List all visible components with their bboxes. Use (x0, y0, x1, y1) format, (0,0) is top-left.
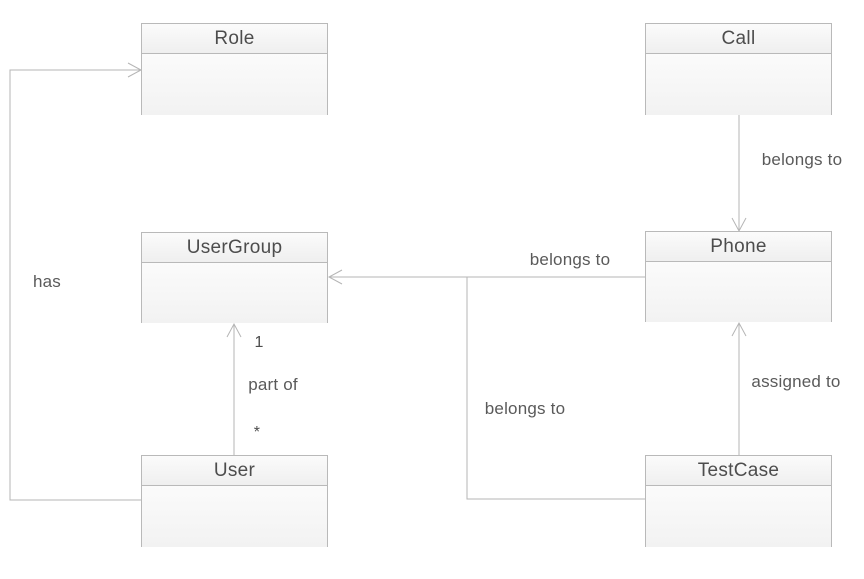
entity-user-body (142, 486, 327, 547)
edge-label-user-usergroup[interactable]: part of (245, 374, 301, 396)
multiplicity-user-usergroup-target[interactable]: 1 (251, 333, 267, 353)
edge-user-role-line[interactable] (9, 69, 141, 501)
entity-phone-body (646, 262, 831, 322)
entity-phone-title: Phone (646, 232, 831, 262)
edge-testcase-phone[interactable] (731, 321, 747, 455)
open-arrowhead-up-icon (731, 321, 747, 337)
edge-label-testcase-phone[interactable]: assigned to (748, 371, 844, 393)
entity-usergroup[interactable]: UserGroup (141, 232, 328, 323)
multiplicity-user-usergroup-source[interactable]: * (250, 423, 264, 443)
entity-user[interactable]: User (141, 455, 328, 547)
entity-user-title: User (142, 456, 327, 486)
edge-testcase-usergroup[interactable] (466, 277, 645, 500)
entity-phone[interactable]: Phone (645, 231, 832, 322)
edge-phone-usergroup[interactable] (327, 269, 645, 285)
edge-label-call-phone[interactable]: belongs to (758, 149, 846, 171)
entity-testcase-title: TestCase (646, 456, 831, 486)
open-arrowhead-up-icon (226, 322, 242, 338)
entity-testcase-body (646, 486, 831, 547)
entity-usergroup-body (142, 263, 327, 323)
edge-label-testcase-usergroup[interactable]: belongs to (481, 398, 569, 420)
edge-label-phone-usergroup[interactable]: belongs to (526, 249, 614, 271)
edge-call-phone[interactable] (731, 115, 747, 233)
entity-role-title: Role (142, 24, 327, 54)
open-arrowhead-left-icon (327, 269, 343, 285)
entity-call[interactable]: Call (645, 23, 832, 115)
entity-call-body (646, 54, 831, 115)
entity-testcase[interactable]: TestCase (645, 455, 832, 547)
edge-testcase-usergroup-line[interactable] (466, 277, 645, 500)
entity-role[interactable]: Role (141, 23, 328, 115)
entity-usergroup-title: UserGroup (142, 233, 327, 263)
edge-user-usergroup[interactable] (226, 322, 242, 455)
entity-role-body (142, 54, 327, 115)
edge-label-user-role[interactable]: has (29, 271, 65, 293)
entity-call-title: Call (646, 24, 831, 54)
